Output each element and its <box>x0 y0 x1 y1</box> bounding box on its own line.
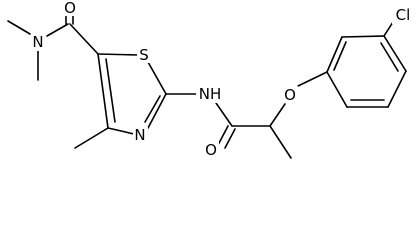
bond-ring-to-cl <box>383 21 394 37</box>
bond-carbonyl-bottom-double-a <box>217 125 229 146</box>
atom-label-cl: Cl <box>396 6 411 24</box>
bond-c4-to-methyl <box>74 127 109 149</box>
bond-ring-c1-c2 <box>326 36 343 73</box>
bond-n-to-carbonyl-carbon <box>46 23 69 37</box>
atom-label-o-carbonyl-top: O <box>64 0 76 17</box>
bond-ring-c3-c4-inner <box>380 42 399 72</box>
bond-ring-c6-c1 <box>326 71 348 108</box>
bond-ether-o-to-ring <box>297 71 328 87</box>
molecule-structure-diagram: N O S N NH O O Cl <box>7 0 414 159</box>
bond-ring-c3-c4 <box>383 35 407 72</box>
atom-label-nh: NH <box>199 85 222 103</box>
bonds <box>7 9 407 159</box>
atom-label-n-amide: N <box>32 33 43 51</box>
bond-ch-to-ether-o <box>269 103 286 127</box>
bond-c4-c5-double-b <box>105 58 116 123</box>
bond-s-to-c2 <box>147 61 167 95</box>
atom-label-n-ring: N <box>134 126 145 144</box>
atom-label-o-carbonyl-bottom: O <box>205 141 217 159</box>
bond-ring-c1-c2-inner <box>333 41 347 71</box>
bond-ch-to-methyl <box>269 125 292 159</box>
bond-c5-to-s <box>97 53 139 56</box>
atom-labels: N O S N NH O O Cl <box>31 0 414 159</box>
bond-methyl-top-to-n <box>7 20 31 35</box>
bond-c2-n3-double-b <box>144 95 161 123</box>
bond-ring-c4-c5 <box>387 70 407 108</box>
bond-carbonyl-bottom-double-b <box>224 128 236 149</box>
bond-nh-to-amide-carbon <box>215 102 233 127</box>
bond-ring-c2-c3 <box>341 35 385 38</box>
bond-c2-n3-double-a <box>147 93 167 129</box>
bond-c4-c5-double-a <box>97 53 109 129</box>
bond-n3-to-c4 <box>107 127 135 135</box>
bond-carbonyl-to-c5 <box>69 23 99 55</box>
atom-label-o-ether: O <box>284 86 296 104</box>
atom-label-s-ring: S <box>139 46 149 64</box>
